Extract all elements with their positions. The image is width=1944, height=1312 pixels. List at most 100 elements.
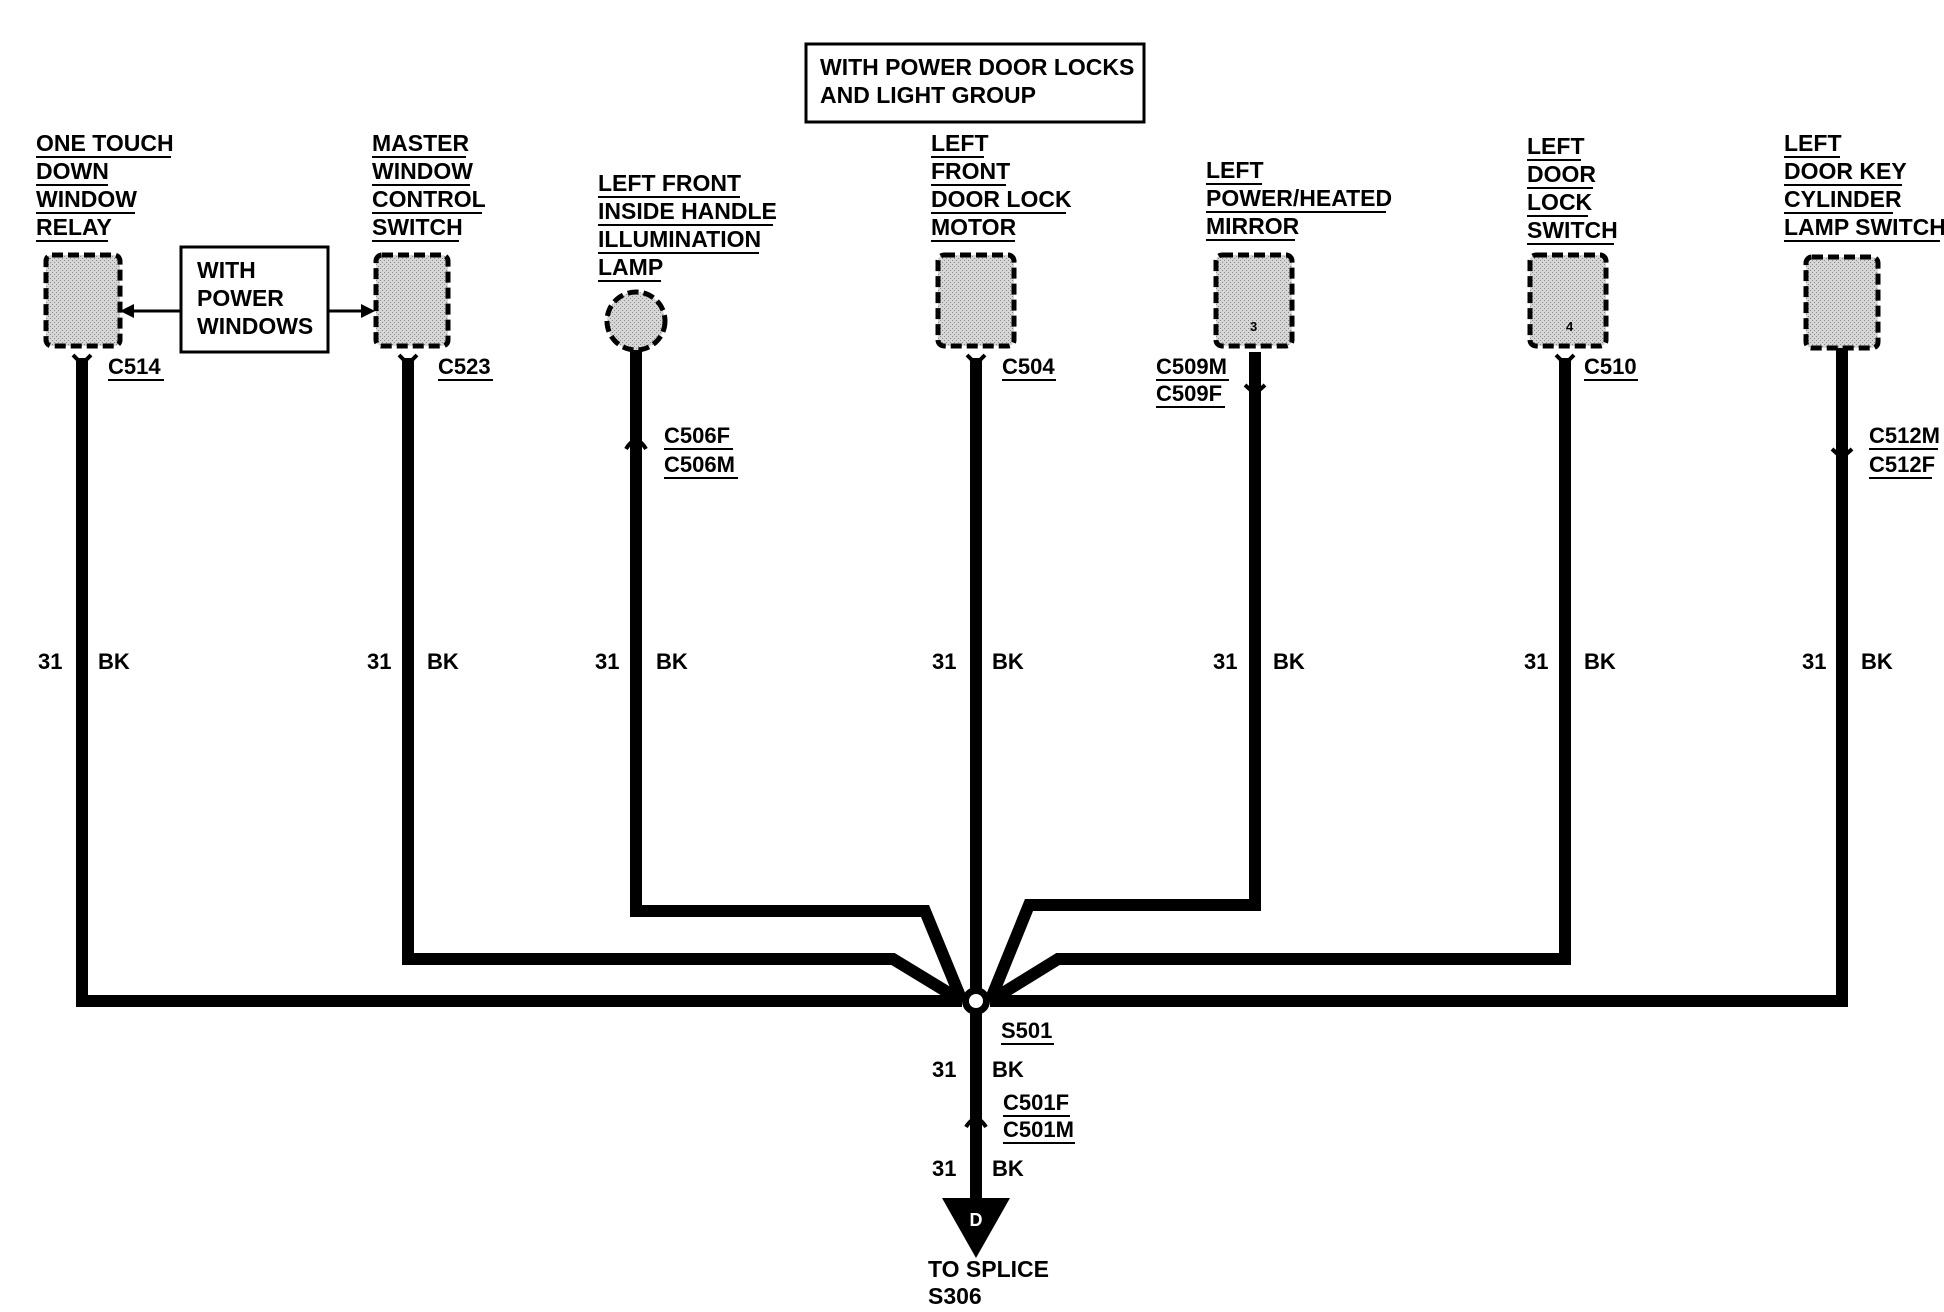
component-label-line: DOOR LOCK — [931, 186, 1072, 212]
pin-number: 4 — [1566, 319, 1574, 334]
wire-harness — [76, 348, 1848, 1212]
wire-gauge: 31 — [932, 649, 956, 674]
wire-gauge: 31 — [1213, 649, 1237, 674]
component-label-line: INSIDE HANDLE — [598, 198, 777, 224]
wire-color: BK — [992, 1057, 1024, 1082]
component-label-line: SWITCH — [372, 214, 463, 240]
destination-line-1: TO SPLICE — [928, 1256, 1049, 1282]
note-line-3: WINDOWS — [197, 313, 313, 339]
connector-pin-icon — [397, 353, 419, 367]
component-label-line: LEFT — [1527, 133, 1585, 159]
wire-key-cylinder-lamp-switch — [990, 348, 1848, 1007]
note-line-1: WITH — [197, 257, 256, 283]
component-body — [1527, 252, 1609, 349]
wire-color: BK — [427, 649, 459, 674]
banner-line-1: WITH POWER DOOR LOCKS — [820, 54, 1134, 80]
component-label-line: ILLUMINATION — [598, 226, 761, 252]
connector-id: C504 — [1002, 354, 1055, 379]
wire-master-window-switch — [402, 358, 966, 1007]
wire-gauge: 31 — [38, 649, 62, 674]
component-label-line: LEFT — [1784, 130, 1842, 156]
destination-line-2: S306 — [928, 1283, 982, 1309]
connector-inline-icon — [1830, 447, 1854, 461]
component-label-line: LEFT — [1206, 157, 1264, 183]
component-label-line: MIRROR — [1206, 213, 1300, 239]
component-label-line: LOCK — [1527, 189, 1593, 215]
wire-one-touch-down-relay — [76, 358, 962, 1007]
component-label-line: DOOR KEY — [1784, 158, 1907, 184]
wire-gauge: 31 — [932, 1057, 956, 1082]
component-body — [373, 252, 451, 349]
component-label-line: LEFT — [931, 130, 989, 156]
connector-id: C514 — [108, 354, 161, 379]
left-door-lock-switch: LEFT DOOR LOCK SWITCH 4 C510 31 BK — [1524, 133, 1638, 674]
wire-gauge: 31 — [1802, 649, 1826, 674]
component-label-line: LEFT FRONT — [598, 170, 741, 196]
connector-id: C501M — [1003, 1117, 1074, 1142]
splice-label: S501 — [1001, 1018, 1052, 1043]
pin-number: 3 — [1250, 319, 1257, 334]
component-label-line: SWITCH — [1527, 217, 1618, 243]
component-label-line: FRONT — [931, 158, 1010, 184]
connector-inline-icon — [624, 438, 648, 451]
lamp-bulb-icon — [604, 289, 668, 353]
connector-id: C512F — [1869, 452, 1935, 477]
component-label-line: MASTER — [372, 130, 470, 156]
master-window-control-switch: MASTER WINDOW CONTROL SWITCH C523 31 BK — [367, 130, 493, 674]
wire-color: BK — [1584, 649, 1616, 674]
connector-id: C512M — [1869, 423, 1940, 448]
left-power-heated-mirror: LEFT POWER/HEATED MIRROR 3 C509M C509F 3… — [1156, 157, 1392, 674]
left-front-door-lock-motor: LEFT FRONT DOOR LOCK MOTOR C504 31 BK — [931, 130, 1072, 674]
connector-inline-icon — [1243, 383, 1267, 397]
wire-color: BK — [992, 1156, 1024, 1181]
connector-id: C509F — [1156, 381, 1222, 406]
arrow-right-icon — [361, 304, 375, 318]
power-door-locks-banner: WITH POWER DOOR LOCKS AND LIGHT GROUP — [804, 42, 1146, 124]
component-label-line: DOWN — [36, 158, 109, 184]
connector-inline-icon — [964, 1117, 988, 1129]
component-label-line: ONE TOUCH — [36, 130, 174, 156]
connector-id: C510 — [1584, 354, 1637, 379]
note-line-2: POWER — [197, 285, 284, 311]
with-power-windows-note: WITH POWER WINDOWS — [120, 245, 375, 354]
component-label-line: LAMP SWITCH — [1784, 214, 1944, 240]
wire-color: BK — [1273, 649, 1305, 674]
wire-gauge: 31 — [595, 649, 619, 674]
connector-id: C501F — [1003, 1090, 1069, 1115]
wire-color: BK — [656, 649, 688, 674]
component-label-line: POWER/HEATED — [1206, 185, 1392, 211]
wire-gauge: 31 — [1524, 649, 1548, 674]
wire-inside-handle-lamp — [630, 350, 968, 1004]
component-body — [1803, 254, 1881, 351]
component-label-line: WINDOW — [372, 158, 473, 184]
connector-pin-icon — [1554, 353, 1576, 367]
wire-power-heated-mirror — [984, 352, 1261, 1004]
wire-color: BK — [1861, 649, 1893, 674]
one-touch-down-window-relay: ONE TOUCH DOWN WINDOW RELAY C514 31 BK — [36, 130, 174, 674]
left-door-key-cylinder-lamp-switch: LEFT DOOR KEY CYLINDER LAMP SWITCH C512M… — [1784, 130, 1944, 674]
component-label-line: RELAY — [36, 214, 112, 240]
inside-handle-illumination-lamp: LEFT FRONT INSIDE HANDLE ILLUMINATION LA… — [595, 170, 777, 674]
component-label-line: LAMP — [598, 254, 663, 280]
component-label-line: MOTOR — [931, 214, 1017, 240]
component-label-line: CYLINDER — [1784, 186, 1902, 212]
wire-gauge: 31 — [367, 649, 391, 674]
component-body — [1213, 252, 1295, 349]
component-label-line: DOOR — [1527, 161, 1596, 187]
arrow-left-icon — [120, 304, 134, 318]
down-arrow-icon — [942, 1198, 1010, 1258]
component-body — [43, 252, 123, 349]
wire-color: BK — [992, 649, 1024, 674]
connector-pin-icon — [71, 353, 93, 367]
connector-pin-icon — [965, 353, 987, 367]
splice-s501 — [962, 987, 990, 1015]
wire-color: BK — [98, 649, 130, 674]
destination-marker: D — [970, 1210, 983, 1230]
connector-id: C523 — [438, 354, 491, 379]
connector-id: C506M — [664, 452, 735, 477]
wire-gauge: 31 — [932, 1156, 956, 1181]
banner-line-2: AND LIGHT GROUP — [820, 82, 1036, 108]
connector-id: C506F — [664, 423, 730, 448]
connector-id: C509M — [1156, 354, 1227, 379]
